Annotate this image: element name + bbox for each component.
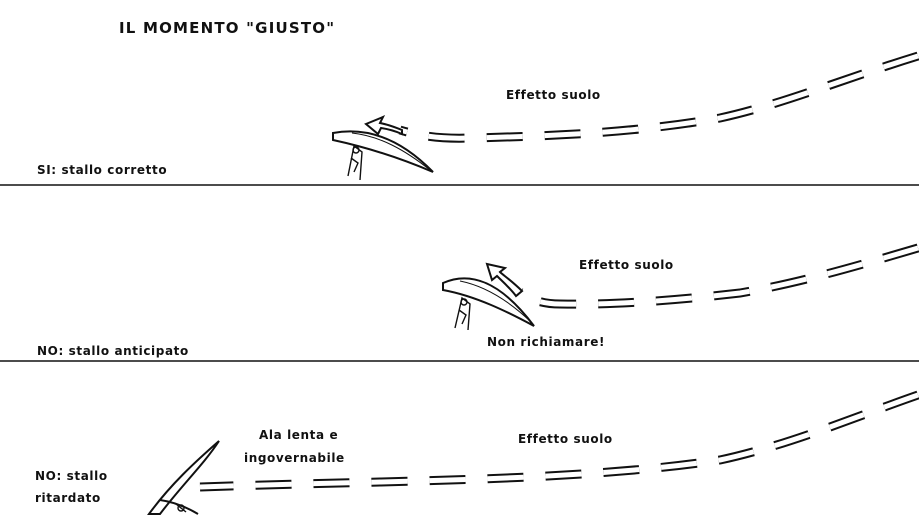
warning-label-2: Non richiamare! <box>487 335 606 349</box>
wing-label-3b: ingovernabile <box>244 451 345 465</box>
diagram-title: IL MOMENTO "GIUSTO" <box>119 19 336 37</box>
glider-wing-1-shade <box>351 132 431 171</box>
trajectory-arrow-2 <box>485 262 524 298</box>
glider-wing-2 <box>442 277 535 327</box>
pilot-figure-3 <box>175 503 187 513</box>
wing-label-3a: Ala lenta e <box>259 428 339 442</box>
panel-1-figure <box>332 51 919 181</box>
flight-path-3-fill <box>199 392 919 490</box>
panel-3-figure <box>147 390 919 515</box>
effect-label-1: Effetto suolo <box>506 88 601 102</box>
verdict-label-1: SI: stallo corretto <box>37 163 168 177</box>
effect-label-2: Effetto suolo <box>579 258 674 272</box>
verdict-label-3b: ritardato <box>35 491 101 505</box>
verdict-label-2: NO: stallo anticipato <box>37 344 189 358</box>
pilot-figure-2 <box>454 296 471 331</box>
verdict-label-3a: NO: stallo <box>35 469 108 483</box>
flight-path-2-fill <box>518 245 919 307</box>
trajectory-arrow-1 <box>364 115 403 136</box>
glider-wing-3 <box>147 440 220 515</box>
flight-path-1-fill <box>399 53 919 141</box>
flight-path-1 <box>398 51 919 143</box>
effect-label-3: Effetto suolo <box>518 432 613 446</box>
pilot-figure-1 <box>347 144 363 181</box>
glider-wing-1 <box>332 130 434 173</box>
panel-2-figure <box>442 243 919 331</box>
glider-wing-2-shade <box>459 280 532 323</box>
